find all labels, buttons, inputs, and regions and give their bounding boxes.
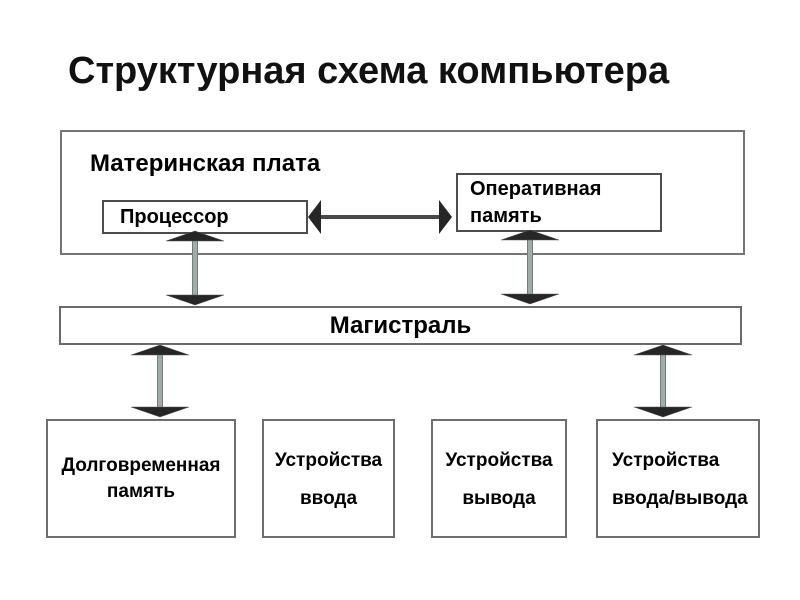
- output-devices-line1: Устройства: [445, 450, 553, 471]
- long-term-memory-line1: Долговременная: [61, 455, 221, 476]
- io-devices-box: Устройства ввода/вывода: [596, 419, 760, 538]
- long-term-memory-line2: память: [106, 481, 176, 502]
- page-title: Структурная схема компьютера: [68, 50, 670, 92]
- connector-bus-long-term-memory: [130, 344, 190, 418]
- bus-box: Магистраль: [59, 306, 742, 345]
- io-devices-line1: Устройства: [612, 450, 720, 471]
- arrowhead-down-icon: [500, 293, 560, 305]
- io-devices-line2: ввода/вывода: [612, 488, 748, 509]
- ram-label-line2: память: [470, 205, 542, 227]
- processor-box: Процессор: [102, 200, 308, 234]
- input-devices-line1: Устройства: [274, 450, 383, 471]
- arrowhead-up-icon: [130, 344, 190, 356]
- motherboard-label: Материнская плата: [90, 150, 321, 177]
- output-devices-line2: вывода: [462, 488, 536, 509]
- connector-bus-io-devices: [633, 344, 693, 418]
- long-term-memory-box: Долговременная память: [46, 419, 236, 538]
- bus-label: Магистраль: [329, 312, 472, 339]
- arrowhead-up-icon: [633, 344, 693, 356]
- arrowhead-down-icon: [165, 294, 225, 306]
- processor-label: Процессор: [120, 206, 229, 228]
- ram-box: Оперативная память: [456, 173, 662, 232]
- input-devices-box: Устройства ввода: [262, 419, 395, 538]
- arrowhead-down-icon: [130, 406, 190, 418]
- output-devices-box: Устройства вывода: [431, 419, 567, 538]
- ram-label-line1: Оперативная: [470, 178, 602, 200]
- arrowhead-down-icon: [633, 406, 693, 418]
- input-devices-line2: ввода: [299, 488, 358, 509]
